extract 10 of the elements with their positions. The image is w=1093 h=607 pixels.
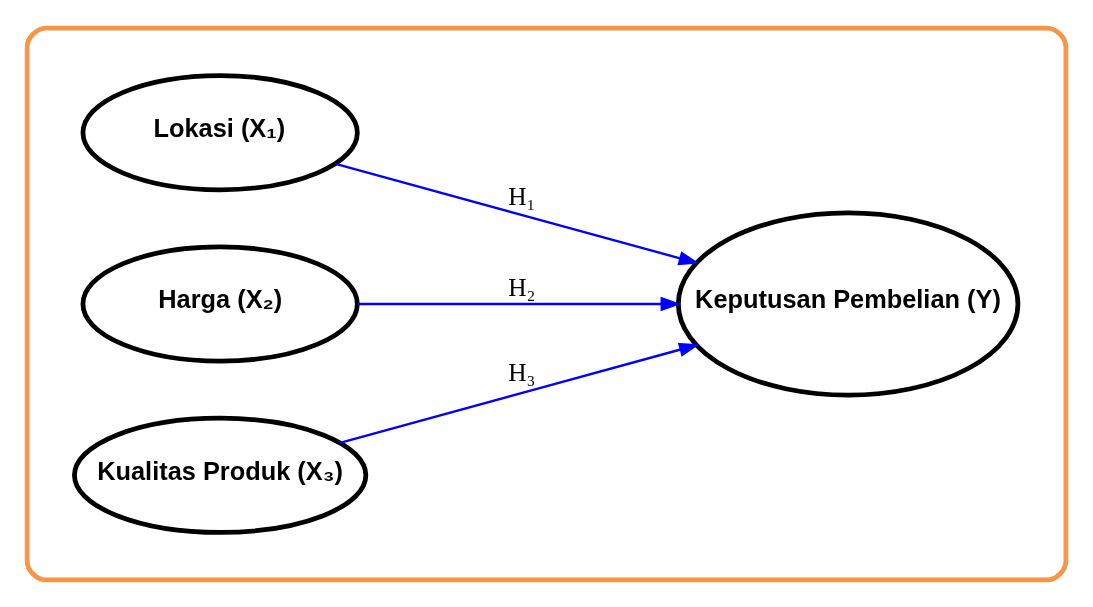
arrow xyxy=(339,342,700,444)
arrow xyxy=(335,162,700,265)
node-ellipse: Lokasi (X₁) xyxy=(80,72,360,192)
edge-label: H₁ xyxy=(508,181,536,210)
node-ellipse: Kualitas Produk (X₃) xyxy=(72,415,369,535)
cluster xyxy=(24,25,1069,582)
edge-label: H₂ xyxy=(508,272,536,301)
node-ellipse: Harga (X₂) xyxy=(80,244,360,363)
arrow xyxy=(358,296,682,311)
edge-label: H₃ xyxy=(508,357,536,386)
